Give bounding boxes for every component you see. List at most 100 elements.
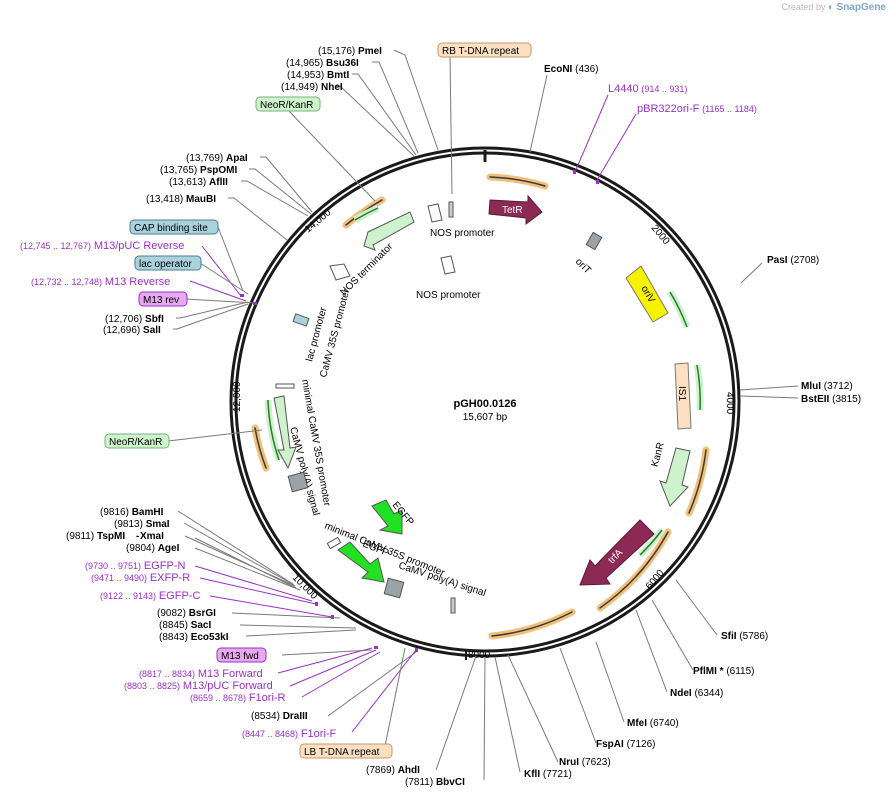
site-name: TspMI: [97, 531, 125, 542]
neor-arrow-top: [363, 211, 415, 251]
svg-text:(14,965) Bsu36I: (14,965) Bsu36I: [286, 58, 359, 69]
svg-text:MluI (3712): MluI (3712): [801, 381, 853, 392]
egfp-arrow-1: [371, 499, 403, 535]
inner-green-arcs: [264, 204, 704, 558]
primer-name: EXFP-R: [150, 572, 190, 584]
svg-text:XmaI: XmaI: [140, 531, 164, 542]
polya-left-box: [287, 471, 309, 493]
lac-promoter-box: [292, 313, 310, 327]
site-pos: (13,765): [160, 165, 197, 176]
cap-binding-site-label: CAP binding site: [134, 223, 208, 234]
tetr-label: TetR: [502, 205, 523, 216]
svg-text:MfeI (6740): MfeI (6740): [627, 718, 679, 729]
small-box-bottom: [450, 597, 456, 614]
svg-text:(9730 .. 9751) EGFP-N: (9730 .. 9751) EGFP-N: [85, 560, 185, 572]
primer-name: M13/pUC Reverse: [94, 240, 184, 252]
site-pos: (7126): [627, 739, 656, 750]
site-name: SbfI: [145, 314, 164, 325]
site-name: SacI: [191, 620, 212, 631]
nos-small-box: [448, 201, 454, 218]
svg-text:L4440 (914 .. 931): L4440 (914 .. 931): [608, 83, 687, 95]
orit-label: oriT: [573, 256, 593, 276]
site-pos: (9816): [100, 507, 129, 518]
site-pos: (13,769): [186, 153, 223, 164]
orit-box: [585, 231, 603, 251]
lac-operator-label: lac operator: [139, 259, 192, 270]
svg-text:(8534) DraIII: (8534) DraIII: [251, 711, 308, 722]
svg-text:BstEII (3815): BstEII (3815): [801, 394, 861, 405]
primer-name: EGFP-C: [159, 590, 201, 602]
site-pos: (7623): [582, 757, 611, 768]
svg-text:FspAI (7126): FspAI (7126): [596, 739, 655, 750]
site-pos: (12,706): [105, 314, 142, 325]
camv35s-promoter-label: CaMV 35S promoter: [318, 287, 352, 379]
site-pos: (9804): [126, 543, 155, 554]
m13-fwd-label: M13 fwd: [221, 651, 259, 662]
site-name: PmeI: [358, 46, 382, 57]
site-name: MauBI: [186, 194, 216, 205]
svg-text:(12,745 .. 12,767) M13/pUC Re: (12,745 .. 12,767) M13/pUC Reverse: [20, 240, 184, 252]
primer-labels: L4440 (914 .. 931) pBR322ori-F (1165 .. …: [20, 83, 757, 740]
svg-text:(14,953) BmtI: (14,953) BmtI: [287, 70, 349, 81]
svg-text:(7869) AhdI: (7869) AhdI: [366, 765, 420, 776]
svg-text:(9471 .. 9490) EXFP-R: (9471 .. 9490) EXFP-R: [91, 572, 190, 584]
site-pos: (3815): [832, 394, 861, 405]
site-name: BbvCI: [436, 777, 465, 788]
neor-kanr-label-top: NeoR/KanR: [260, 100, 313, 111]
svg-text:(7811) BbvCI: (7811) BbvCI: [405, 777, 465, 788]
site-pos: (6115): [726, 666, 754, 677]
svg-text:(14,949) NheI: (14,949) NheI: [281, 82, 343, 93]
site-pos: (7721): [543, 769, 572, 780]
svg-text:PflMI * (6115): PflMI * (6115): [693, 666, 755, 677]
svg-text:(8843) Eco53kI: (8843) Eco53kI: [159, 632, 229, 643]
primer-name: L4440: [608, 83, 639, 95]
site-pos: (8534): [251, 711, 280, 722]
svg-text:(9122 .. 9143) EGFP-C: (9122 .. 9143) EGFP-C: [100, 590, 200, 602]
site-name: NdeI: [670, 688, 692, 699]
site-name: XmaI: [140, 531, 164, 542]
site-name: PflMI *: [693, 666, 724, 677]
minimal-promoter-2-box: [326, 536, 342, 550]
svg-text:(8659 .. 8678) F1ori-R: (8659 .. 8678) F1ori-R: [190, 692, 286, 704]
site-name: Bsu36I: [326, 58, 359, 69]
site-name: SfiI: [721, 631, 737, 642]
site-name: AgeI: [158, 543, 180, 554]
minimal-promoter-left-box: [275, 383, 295, 389]
primer-range: (9122 .. 9143): [100, 591, 156, 601]
site-pos: (7811): [405, 777, 433, 788]
watermark-prefix: Created by: [781, 2, 826, 12]
nos-terminator-shape: [329, 263, 351, 281]
site-name: NheI: [321, 82, 343, 93]
primer-range: (914 .. 931): [641, 84, 687, 94]
primer-range: (9471 .. 9490): [91, 573, 147, 583]
site-name: DraIII: [283, 711, 308, 722]
site-pos: (14,949): [281, 82, 318, 93]
primer-range: (8803 .. 8825): [124, 681, 180, 691]
site-leader-lines: [173, 49, 799, 781]
site-pos: (15,176): [318, 46, 355, 57]
site-pos: (14,953): [287, 70, 324, 81]
polya-2-box: [383, 577, 405, 599]
svg-text:(13,765) PspOMI: (13,765) PspOMI: [160, 165, 237, 176]
svg-text:(9082) BsrGI: (9082) BsrGI: [157, 608, 216, 619]
site-pos: (8843): [159, 632, 188, 643]
primer-range: (8447 .. 8468): [242, 729, 298, 739]
svg-text:(15,176) PmeI: (15,176) PmeI: [318, 46, 382, 57]
site-separator-dash: -: [136, 531, 139, 542]
is1-label: IS1: [676, 386, 687, 401]
primer-name: F1ori-F: [301, 728, 337, 740]
nos-promoter-1-label: NOS promoter: [430, 228, 495, 239]
primer-name: pBR322ori-F: [637, 103, 700, 115]
primer-range: (12,732 .. 12,748): [31, 277, 102, 287]
site-name: SmaI: [146, 519, 170, 530]
plasmid-name: pGH00.0126: [454, 398, 517, 410]
svg-text:(13,613) AflII: (13,613) AflII: [169, 177, 228, 188]
svg-text:(12,706) SbfI: (12,706) SbfI: [105, 314, 164, 325]
svg-text:(9813) SmaI: (9813) SmaI: [114, 519, 170, 530]
site-name: PspOMI: [200, 165, 237, 176]
neor-kanr-label-left: NeoR/KanR: [109, 437, 162, 448]
site-pos: (9813): [114, 519, 143, 530]
primer-range: (8659 .. 8678): [190, 693, 246, 703]
neor-arrow-left: [273, 395, 297, 470]
primer-name: F1ori-R: [249, 692, 286, 704]
